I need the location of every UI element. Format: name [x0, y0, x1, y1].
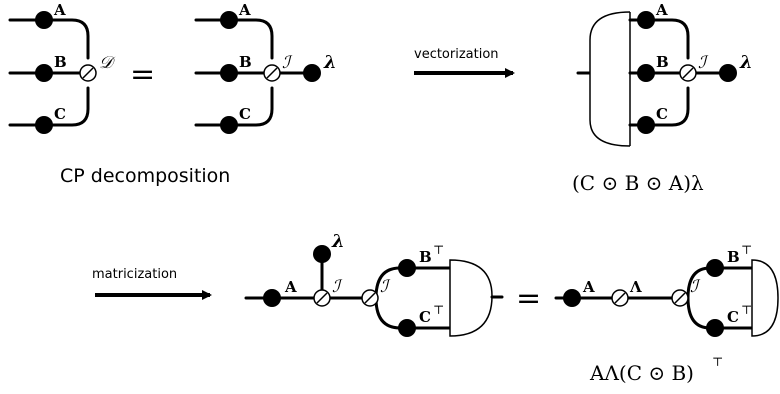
vectorization-expression: (C ⊙ B ⊙ A)λ: [572, 171, 704, 195]
core-i2-slash: [364, 292, 376, 304]
label-ct-transpose: ⊤: [741, 303, 752, 317]
node-a: [637, 11, 655, 29]
label-lambda: λ: [331, 231, 345, 252]
matricized-Lambda-diagram: A Λ ℐ B ⊤ C ⊤: [554, 243, 779, 337]
node-c: [637, 116, 655, 134]
tensor-d-diagram: A B C 𝒟: [8, 1, 116, 134]
node-c: [220, 116, 238, 134]
merge-box: [751, 259, 779, 337]
label-lambda: λ: [323, 52, 337, 73]
merge-box: [449, 259, 493, 337]
node-lambda: [719, 64, 737, 82]
label-ct: C: [727, 308, 739, 326]
equals-sign-1: =: [130, 57, 155, 92]
label-i: ℐ: [690, 277, 701, 297]
label-b: B: [54, 53, 67, 71]
vectorized-diagram: A B C ℐ λ: [576, 1, 753, 147]
core-i-slash: [266, 67, 278, 79]
label-i: ℐ: [332, 277, 343, 297]
lambda-matrix-slash: [614, 292, 626, 304]
vectorization-label: vectorization: [414, 47, 499, 62]
matricization-label: matricization: [92, 267, 177, 282]
matricization-transpose: ⊤: [712, 355, 723, 369]
core-i-slash: [674, 292, 686, 304]
node-a: [563, 289, 581, 307]
label-c: C: [239, 105, 251, 123]
label-bt-transpose: ⊤: [741, 243, 752, 257]
core-i-slash: [316, 292, 328, 304]
label-ct-transpose: ⊤: [433, 303, 444, 317]
node-bt: [706, 259, 724, 277]
label-bt-transpose: ⊤: [433, 243, 444, 257]
node-lambda: [303, 64, 321, 82]
label-d: 𝒟: [99, 53, 116, 73]
label-i: ℐ: [282, 53, 293, 73]
matricized-lambda-diagram: A λ ℐ ℐ B ⊤ C ⊤: [244, 231, 504, 337]
node-c: [35, 116, 53, 134]
label-a: A: [655, 1, 668, 19]
node-ct: [706, 319, 724, 337]
wire-a: [194, 18, 274, 60]
wire-a: [8, 18, 90, 60]
node-b: [637, 64, 655, 82]
label-a: A: [238, 1, 251, 19]
equals-sign-2: =: [516, 281, 541, 316]
label-i2: ℐ: [380, 277, 391, 297]
node-lambda: [313, 245, 331, 263]
node-b: [35, 64, 53, 82]
label-a: A: [53, 1, 66, 19]
label-b: B: [239, 53, 252, 71]
label-bt: B: [419, 248, 432, 266]
label-a: A: [284, 278, 297, 296]
label-Lambda: Λ: [629, 278, 642, 296]
node-ct: [398, 319, 416, 337]
wire-c: [8, 86, 90, 127]
node-a: [35, 11, 53, 29]
matricization-expression: AΛ(C ⊙ B): [589, 361, 694, 385]
tensor-i-lambda-diagram: A B C ℐ λ: [194, 1, 337, 134]
node-a: [263, 289, 281, 307]
label-b: B: [656, 53, 669, 71]
node-b: [220, 64, 238, 82]
label-a: A: [582, 278, 595, 296]
node-a: [220, 11, 238, 29]
label-bt: B: [727, 248, 740, 266]
node-bt: [398, 259, 416, 277]
label-c: C: [656, 105, 668, 123]
cp-decomposition-caption: CP decomposition: [60, 165, 230, 187]
label-ct: C: [419, 308, 431, 326]
label-i: ℐ: [698, 53, 709, 73]
wire-c: [628, 86, 690, 127]
wire-c: [194, 86, 274, 127]
label-c: C: [54, 105, 66, 123]
merge-box: [589, 11, 631, 147]
core-d-slash: [82, 67, 94, 79]
wire-a: [628, 18, 690, 60]
core-i-slash: [682, 67, 694, 79]
label-lambda: λ: [739, 52, 753, 73]
